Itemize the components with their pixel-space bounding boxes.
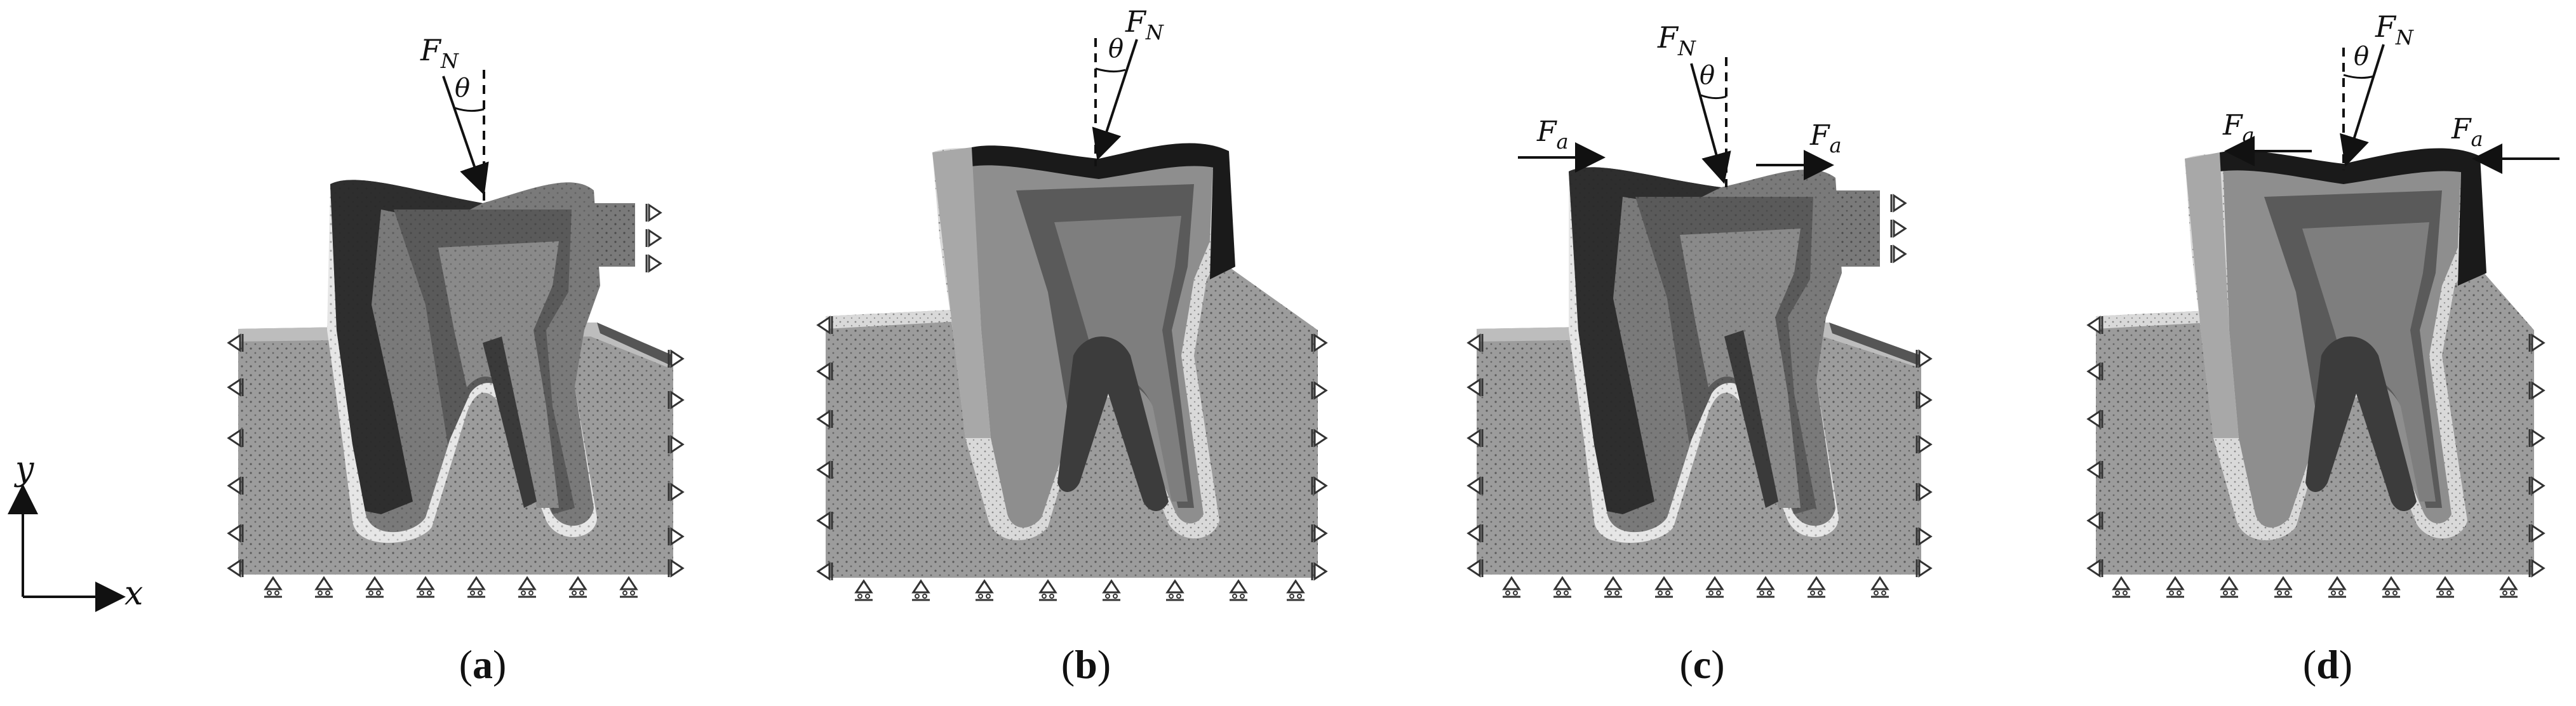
axial-forces: Fa Fa	[2222, 109, 2559, 174]
angle-label: θ	[1700, 61, 1715, 90]
normal-force-arrow	[2340, 44, 2385, 167]
normal-force: FN θ	[1657, 20, 1731, 187]
tooth	[327, 180, 635, 543]
caption-d: (d)	[2302, 642, 2353, 687]
axial-force-label-left: Fa	[2222, 109, 2255, 147]
normal-force-label: FN	[2375, 10, 2414, 50]
angle-label: θ	[455, 74, 470, 103]
normal-force: FN θ	[2340, 10, 2414, 170]
x-axis-label: x	[124, 575, 143, 613]
tooth	[2185, 148, 2486, 540]
normal-force-label: FN	[420, 33, 459, 73]
panel-d: FN θ Fa Fa	[2087, 10, 2559, 598]
angle-label: θ	[1108, 34, 1124, 63]
coordinate-axes: y x	[7, 450, 143, 613]
panel-c: FN θ Fa Fa	[1467, 20, 1932, 598]
tooth	[932, 143, 1235, 540]
axial-force-label-left: Fa	[1536, 116, 1569, 154]
angle-arc	[2343, 74, 2375, 79]
normal-force-arrow	[1690, 63, 1731, 184]
panel-b: FN θ	[817, 4, 1327, 601]
normal-force: FN θ	[420, 33, 489, 202]
normal-force-arrow	[1092, 39, 1138, 161]
caption-a: (a)	[459, 642, 507, 687]
normal-force-arrow	[442, 76, 489, 196]
angle-arc	[454, 107, 485, 112]
normal-force: FN θ	[1092, 4, 1164, 166]
axial-force-label-right: Fa	[1809, 119, 1842, 157]
panel-a: FN θ	[227, 33, 684, 598]
normal-force-label: FN	[1657, 20, 1696, 60]
axial-force-label-right: Fa	[2451, 113, 2483, 151]
tooth	[1569, 167, 1880, 543]
normal-force-label: FN	[1125, 4, 1164, 44]
angle-arc	[1700, 94, 1727, 100]
y-axis-label: y	[14, 450, 34, 488]
axial-forces: Fa Fa	[1518, 116, 1842, 180]
angle-arc	[1095, 67, 1126, 73]
angle-label: θ	[2354, 42, 2369, 71]
caption-b: (b)	[1061, 642, 1111, 687]
caption-c: (c)	[1679, 642, 1725, 687]
